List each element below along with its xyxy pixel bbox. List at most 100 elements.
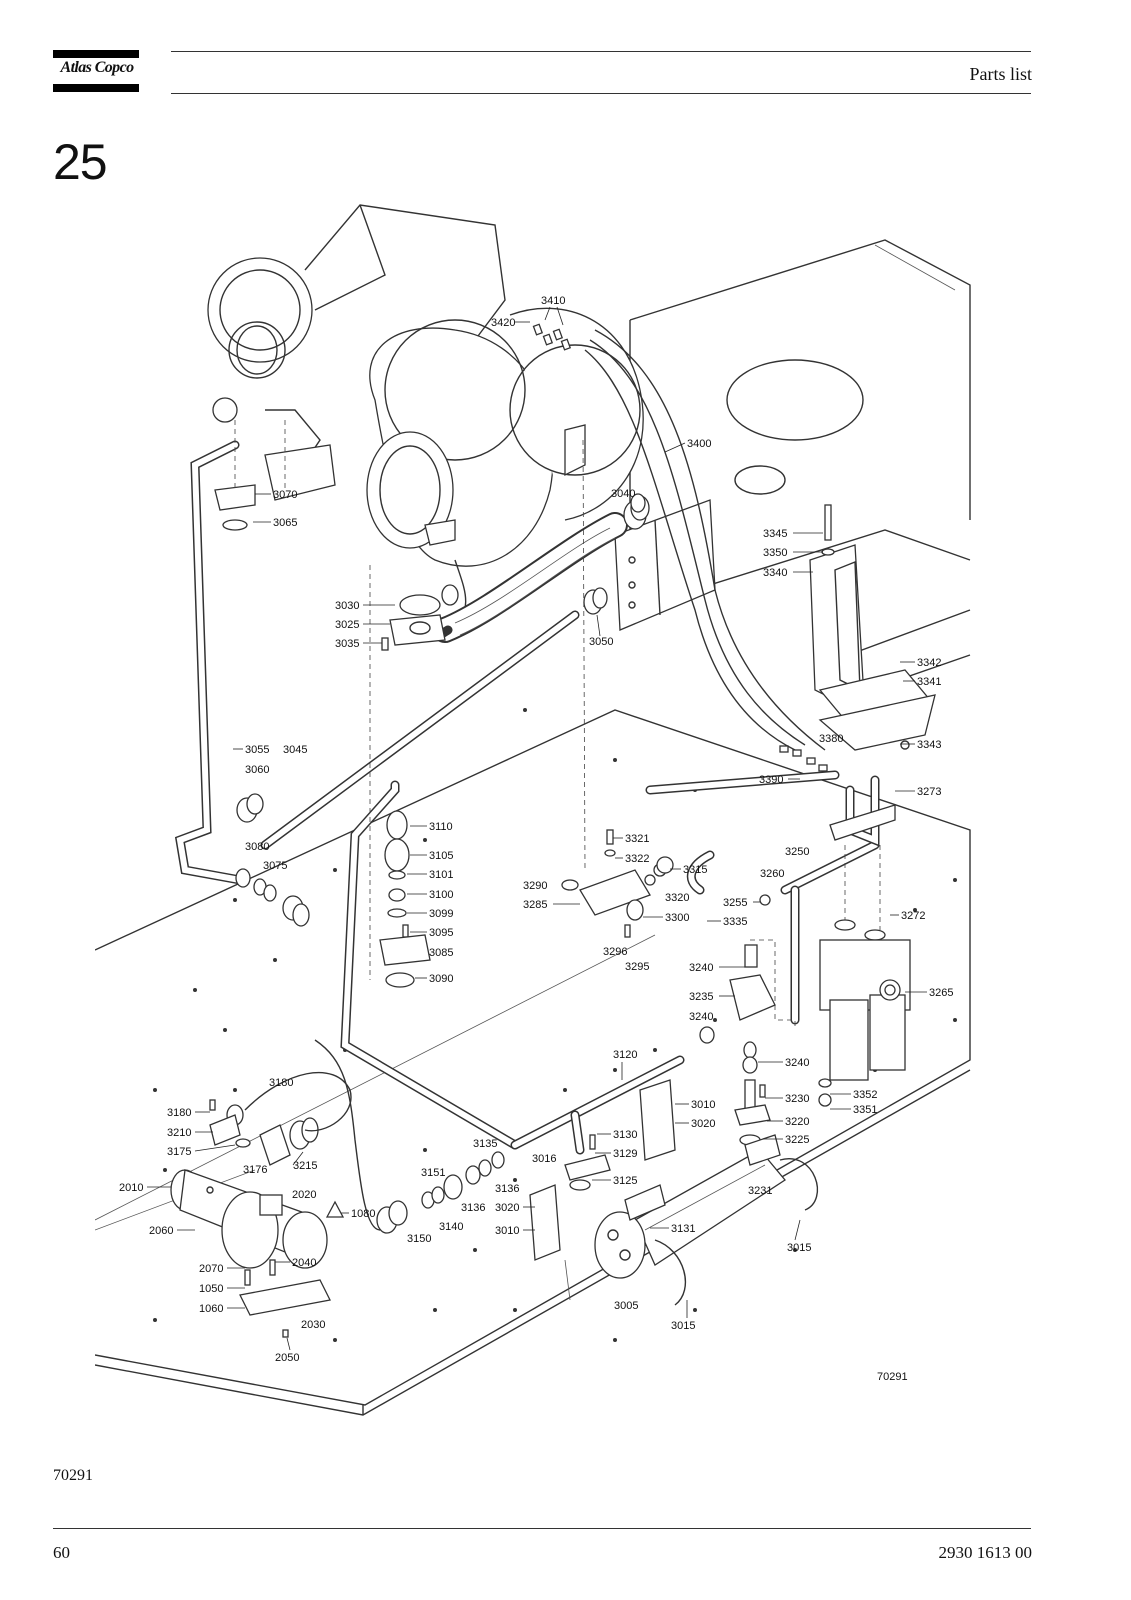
motor-pump-2010 [170,1169,331,1338]
callout-2070: 2070 [199,1263,223,1275]
callout-3055: 3055 [245,744,269,756]
callout-3260: 3260 [760,868,784,880]
section-title: Parts list [969,64,1032,84]
callout-2030: 2030 [301,1319,325,1331]
callout-3070: 3070 [273,489,297,501]
callout-leaders [147,306,927,1351]
callout-3220: 3220 [785,1116,809,1128]
callout-2050: 2050 [275,1352,299,1364]
callout-2060: 2060 [149,1225,173,1237]
fittings-3410 [532,323,828,772]
callout-3015-bottom: 3015 [671,1320,695,1332]
callout-labels: 3410 3420 3400 3070 3065 3040 3345 3350 … [119,295,953,1383]
header-rule-top [171,51,1031,52]
callout-3005: 3005 [614,1300,638,1312]
dashed-bracket-3240 [750,939,796,1030]
callout-3273: 3273 [917,786,941,798]
pipe-3120-vertical [340,780,520,1150]
callout-2020: 2020 [292,1189,316,1201]
callout-3342: 3342 [917,657,941,669]
callout-3321: 3321 [625,833,649,845]
callout-3322: 3322 [625,853,649,865]
oil-hoses-3400 [584,329,826,751]
compressor-element [207,204,644,631]
callout-2010: 2010 [119,1182,143,1194]
callout-3120: 3120 [613,1049,637,1061]
pipe-3250 [759,840,880,1025]
callout-3130: 3130 [613,1129,637,1141]
callout-3180-top: 3180 [269,1077,293,1089]
fitting-3315 [656,856,674,874]
callout-3065: 3065 [273,517,297,529]
callout-3390: 3390 [759,774,783,786]
callout-3240-mid: 3240 [689,1011,713,1023]
footer-rule [53,1528,1031,1529]
motor-bracket-3215 [209,1071,352,1166]
callout-3015-right: 3015 [787,1242,811,1254]
callout-3225: 3225 [785,1134,809,1146]
pipe-3120 [510,1055,685,1155]
fitting-3060 [235,793,310,927]
callout-3020-left: 3020 [495,1202,519,1214]
section-number: 25 [53,134,108,190]
callout-3341: 3341 [917,676,941,688]
callout-3105: 3105 [429,850,453,862]
plate-3341 [818,694,936,751]
callout-3290: 3290 [523,880,547,892]
callout-3020-right: 3020 [691,1118,715,1130]
callout-3235: 3235 [689,991,713,1003]
callout-3175: 3175 [167,1146,191,1158]
callout-3135: 3135 [473,1138,497,1150]
outlet-hose-3040 [432,493,650,643]
callout-3380: 3380 [819,733,843,745]
document-number: 2930 1613 00 [938,1543,1033,1562]
callout-3025: 3025 [335,619,359,631]
brackets-3010 [529,1079,676,1261]
callout-3050: 3050 [589,636,613,648]
callout-3176: 3176 [243,1164,267,1176]
callout-3085: 3085 [429,947,453,959]
callout-3210: 3210 [167,1127,191,1139]
callout-3180-left: 3180 [167,1107,191,1119]
pipe-3070-loop [174,440,256,885]
callout-3131: 3131 [671,1223,695,1235]
page-number: 60 [53,1543,70,1562]
callout-3255: 3255 [723,897,747,909]
callout-3035: 3035 [335,638,359,650]
callout-3010-left: 3010 [495,1225,519,1237]
callout-1050: 1050 [199,1283,223,1295]
callout-3095: 3095 [429,927,453,939]
callout-3265: 3265 [929,987,953,999]
pipe-3335 [645,770,840,895]
bracket-3340 [809,504,932,721]
logo-bottom-bar [53,84,139,92]
callout-3410: 3410 [541,295,565,307]
cooler-3005 [594,1134,819,1306]
oil-filter-3265 [818,919,911,1107]
logo-top-bar [53,50,139,58]
assembly-dashed-lines [234,420,881,980]
callout-2040: 2040 [292,1257,316,1269]
callout-3099: 3099 [429,908,453,920]
callout-3335: 3335 [723,916,747,928]
callout-3060: 3060 [245,764,269,776]
drawing-number: 70291 [877,1371,908,1383]
callout-3231: 3231 [748,1185,772,1197]
callout-3030: 3030 [335,600,359,612]
drawing-canvas: 3410 3420 3400 3070 3065 3040 3345 3350 … [95,204,971,1416]
callout-3420: 3420 [491,317,515,329]
header-rule-bottom [171,93,1031,94]
callout-3075: 3075 [263,860,287,872]
callout-3352: 3352 [853,1089,877,1101]
callout-3351: 3351 [853,1104,877,1116]
callout-3230: 3230 [785,1093,809,1105]
callout-3215: 3215 [293,1160,317,1172]
pipe-3050 [260,587,608,850]
callout-3240-top: 3240 [689,962,713,974]
coupling-3140 [314,1039,505,1234]
callout-3101: 3101 [429,869,453,881]
callout-3296: 3296 [603,946,627,958]
callout-3136-left: 3136 [461,1202,485,1214]
callout-3010-right: 3010 [691,1099,715,1111]
callout-3129: 3129 [613,1148,637,1160]
